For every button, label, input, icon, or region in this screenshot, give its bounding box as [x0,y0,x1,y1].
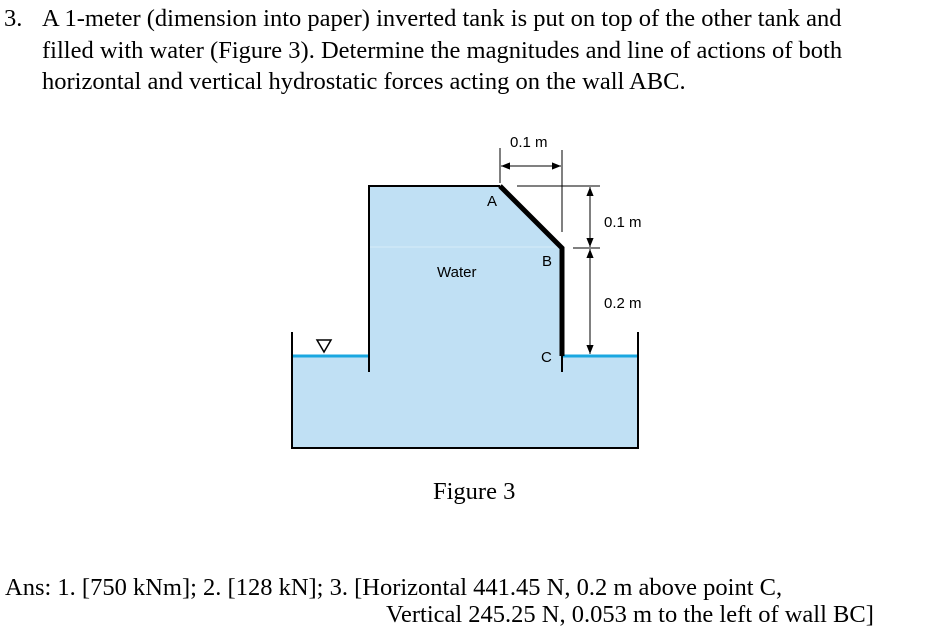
figure-caption: Figure 3 [433,478,516,505]
answer-line-1: Ans: 1. [750 kNm]; 2. [128 kN]; 3. [Hori… [5,574,783,601]
dim-horizontal-label: 0.1 m [510,134,548,151]
water-label: Water [437,264,476,281]
problem-line-1: A 1-meter (dimension into paper) inverte… [42,5,842,32]
upper-tank-water [369,186,562,372]
problem-number: 3. [4,5,23,32]
upper-tank-walls [368,185,500,372]
dim-vertical-ab-label: 0.1 m [604,214,642,231]
lower-tank-walls [291,332,639,449]
problem-line-2: filled with water (Figure 3). Determine … [42,37,843,64]
dim-vertical-bc-label: 0.2 m [604,295,642,312]
answer-line-2: Vertical 245.25 N, 0.053 m to the left o… [386,601,874,628]
wall-abc [498,184,565,356]
point-c-label: C [541,349,552,366]
point-b-label: B [542,253,552,270]
point-a-label: A [487,193,497,210]
problem-line-3: horizontal and vertical hydrostatic forc… [42,68,686,95]
free-surface-icon [315,339,333,354]
